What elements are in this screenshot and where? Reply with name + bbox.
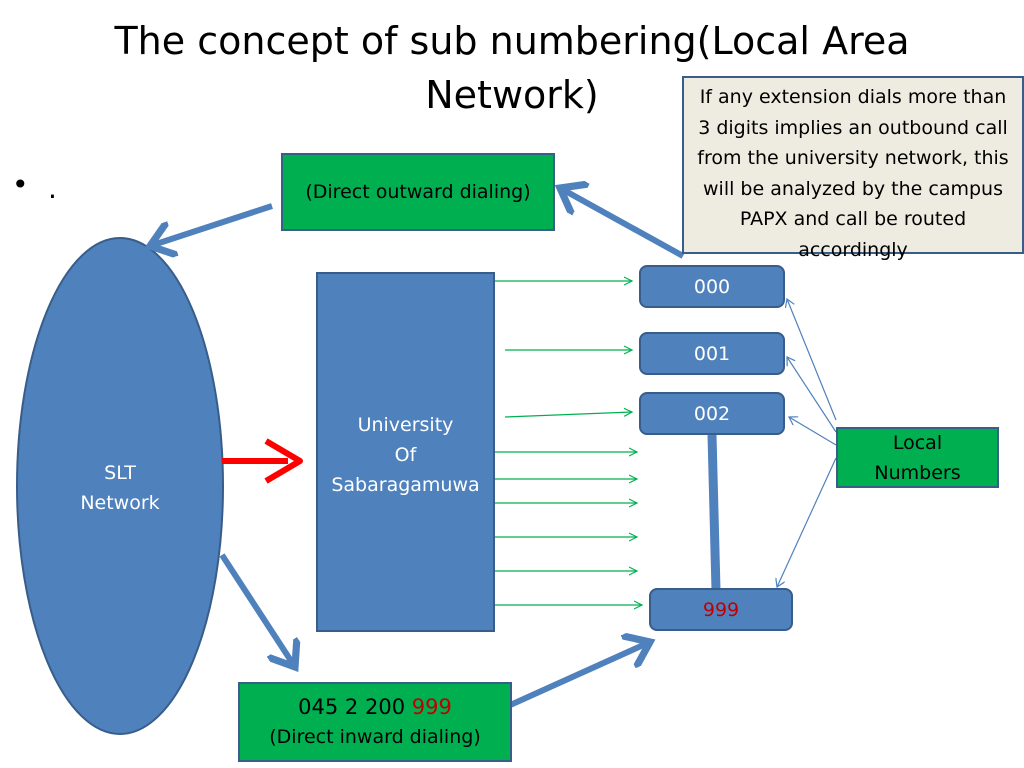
university-box: University Of Sabaragamuwa	[316, 272, 495, 632]
page-title: The concept of sub numbering(Local Area …	[114, 19, 910, 117]
extension-002-box: 002	[639, 392, 785, 435]
slt-label-line1: SLT	[104, 462, 136, 484]
direct-inward-number-suffix: 999	[411, 695, 452, 719]
local-to-000-link	[787, 299, 837, 421]
local-to-001-link	[787, 357, 837, 433]
direct-inward-number-prefix: 045 2 200	[298, 695, 412, 719]
extension-000-box: 000	[639, 265, 785, 308]
slt-label-line2: Network	[80, 492, 160, 514]
bullet-marker: •	[12, 168, 29, 201]
local-to-999-link	[777, 457, 837, 587]
direct-inward-dialing-box: 045 2 200 999 (Direct inward dialing)	[238, 682, 512, 762]
slt-to-university-arrowhead	[264, 438, 303, 484]
green-link-002	[504, 412, 632, 418]
slt-to-inward-arrow	[219, 553, 295, 667]
extension-002-label: 002	[693, 403, 731, 425]
university-label-line2: Of	[394, 444, 417, 466]
direct-inward-number: 045 2 200 999	[298, 692, 452, 722]
outbound-note-box: If any extension dials more than 3 digit…	[682, 76, 1024, 261]
extension-001-label: 001	[693, 342, 731, 365]
direct-inward-label: (Direct inward dialing)	[269, 726, 481, 748]
university-label-line1: University	[357, 414, 454, 436]
direct-outward-dialing-label: (Direct outward dialing)	[305, 181, 531, 203]
bullet-text: .	[48, 172, 57, 205]
slt-network-label: SLT Network	[40, 458, 200, 518]
extension-999-box: 999	[649, 588, 793, 631]
extension-999-label: 999	[702, 598, 740, 621]
note-arrow-to-outward	[560, 188, 685, 259]
local-numbers-line1: Local	[892, 431, 943, 454]
extension-001-box: 001	[639, 332, 785, 375]
slt-network-ellipse	[16, 237, 224, 735]
local-numbers-line2: Numbers	[874, 461, 961, 484]
outbound-note-text: If any extension dials more than 3 digit…	[697, 86, 1009, 261]
direct-outward-dialing-box: (Direct outward dialing)	[281, 153, 555, 231]
local-numbers-box: Local Numbers	[836, 427, 999, 488]
extension-000-label: 000	[693, 275, 731, 298]
inward-to-999-arrow	[506, 642, 650, 709]
local-to-002-link	[789, 417, 837, 446]
university-label-line3: Sabaragamuwa	[331, 474, 480, 496]
ext-002-to-999-connector	[707, 434, 721, 591]
outward-arrow-to-slt	[150, 203, 273, 246]
